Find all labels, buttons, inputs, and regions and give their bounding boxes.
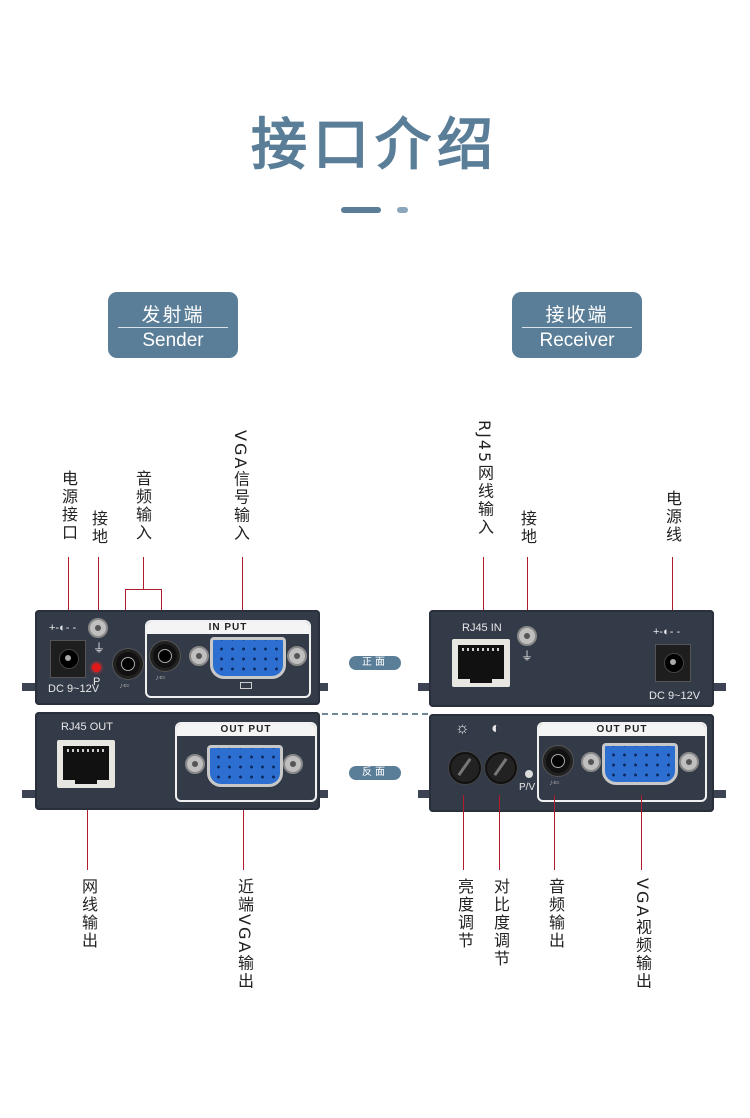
- label-brightness: 亮度调节: [455, 878, 474, 950]
- dc-power-jack[interactable]: [655, 644, 691, 682]
- leader-line: [98, 557, 99, 617]
- leader-line: [143, 557, 144, 589]
- vga-screw: [581, 752, 601, 772]
- leader-line: [527, 557, 528, 617]
- ground-screw[interactable]: [517, 626, 537, 646]
- vga-screw: [189, 646, 209, 666]
- monitor-icon: [240, 682, 252, 689]
- label-contrast: 对比度调节: [491, 878, 510, 968]
- dc-power-jack[interactable]: [50, 640, 86, 678]
- vga-screw: [679, 752, 699, 772]
- sender-title-en: Sender: [142, 330, 204, 351]
- rj45-in-port[interactable]: [452, 639, 510, 687]
- receiver-badge: 接收端 Receiver: [512, 292, 642, 358]
- mount-foot: [22, 790, 36, 798]
- leader-line: [125, 589, 161, 590]
- leader-line: [554, 795, 555, 870]
- vga-output-port[interactable]: [602, 743, 678, 785]
- rj45-in-label: RJ45 IN: [462, 622, 502, 634]
- vga-input-port[interactable]: [210, 637, 286, 679]
- label-vga-in: VGA信号输入: [231, 430, 250, 543]
- divider-dashed-line: [322, 713, 428, 715]
- badge-divider: [118, 327, 228, 328]
- power-led: [92, 663, 101, 672]
- label-rj45-in: RJ45网线输入: [475, 420, 494, 537]
- mount-foot: [712, 790, 726, 798]
- label-audio-in: 音频输入: [133, 470, 152, 542]
- ground-screw[interactable]: [88, 618, 108, 638]
- mount-foot: [418, 790, 432, 798]
- ground-icon: ⏚: [521, 649, 534, 663]
- power-polarity-symbol: +-◐- -: [653, 626, 681, 638]
- back-side-pill: 反面: [349, 766, 401, 780]
- leader-line: [68, 557, 69, 612]
- label-power-line: 电源线: [663, 490, 682, 544]
- audio-in-jack-2[interactable]: [150, 641, 180, 671]
- badge-divider: [522, 327, 632, 328]
- title-divider: [341, 207, 381, 213]
- sender-back-panel: RJ45 OUT OUT PUT: [35, 712, 320, 810]
- vga-output-port[interactable]: [207, 745, 283, 787]
- pv-label: P/V: [519, 782, 536, 793]
- vga-screw: [283, 754, 303, 774]
- vga-screw: [185, 754, 205, 774]
- audio-icon: ♪⇐: [549, 778, 560, 787]
- leader-line: [242, 557, 243, 614]
- mount-foot: [314, 683, 328, 691]
- receiver-front-panel: RJ45 IN ⏚ +-◐- - DC 9~12V: [429, 610, 714, 707]
- mount-foot: [418, 683, 432, 691]
- receiver-title-cn: 接收端: [545, 304, 609, 326]
- power-polarity-symbol: +-◐- -: [49, 622, 77, 634]
- label-network-out: 网线输出: [79, 878, 98, 950]
- input-header: IN PUT: [147, 622, 309, 634]
- output-vga-section: OUT PUT ♪⇐: [537, 722, 707, 802]
- audio-icon: ♪⇐: [155, 673, 166, 682]
- mount-foot: [712, 683, 726, 691]
- led-label: P: [93, 676, 101, 688]
- title-divider-dot: [397, 207, 408, 213]
- contrast-knob[interactable]: [485, 752, 517, 784]
- pv-led: [525, 770, 533, 778]
- ground-icon: ⏚: [93, 641, 106, 655]
- receiver-title-en: Receiver: [539, 330, 615, 351]
- receiver-back-panel: ☼ ◐ P/V OUT PUT ♪⇐: [429, 714, 714, 812]
- label-power-port: 电源接口: [59, 470, 78, 542]
- leader-line: [483, 557, 484, 615]
- sender-front-panel: +-◐- - DC 9~12V ⏚ P ♪⇐ IN PUT ♪⇐: [35, 610, 320, 705]
- vga-screw: [287, 646, 307, 666]
- sender-title-cn: 发射端: [141, 304, 205, 326]
- front-side-pill: 正面: [349, 656, 401, 670]
- leader-line: [463, 795, 464, 870]
- sender-badge: 发射端 Sender: [108, 292, 238, 358]
- leader-line: [243, 810, 244, 870]
- rj45-out-port[interactable]: [57, 740, 115, 788]
- leader-line: [672, 557, 673, 615]
- audio-out-jack[interactable]: [543, 746, 573, 776]
- label-audio-out: 音频输出: [546, 878, 565, 950]
- page-title: 接口介绍: [251, 113, 499, 178]
- brightness-icon: ☼: [455, 720, 470, 737]
- leader-line: [641, 795, 642, 870]
- audio-in-jack-1[interactable]: [113, 649, 143, 679]
- rj45-out-label: RJ45 OUT: [61, 721, 113, 733]
- audio-icon: ♪⇐: [119, 681, 130, 690]
- input-vga-section: IN PUT ♪⇐: [145, 620, 311, 698]
- leader-line: [87, 810, 88, 870]
- mount-foot: [314, 790, 328, 798]
- label-ground: 接地: [518, 510, 537, 546]
- brightness-knob[interactable]: [449, 752, 481, 784]
- power-spec: DC 9~12V: [649, 690, 701, 702]
- output-vga-section: OUT PUT: [175, 722, 317, 802]
- label-near-vga-out: 近端VGA输出: [235, 878, 254, 991]
- power-spec: DC 9~12V: [48, 683, 100, 695]
- mount-foot: [22, 683, 36, 691]
- label-ground: 接地: [89, 510, 108, 546]
- contrast-icon: ◐: [491, 720, 501, 737]
- leader-line: [499, 795, 500, 870]
- output-header: OUT PUT: [177, 724, 315, 736]
- label-vga-video-out: VGA视频输出: [633, 878, 652, 991]
- output-header: OUT PUT: [539, 724, 705, 736]
